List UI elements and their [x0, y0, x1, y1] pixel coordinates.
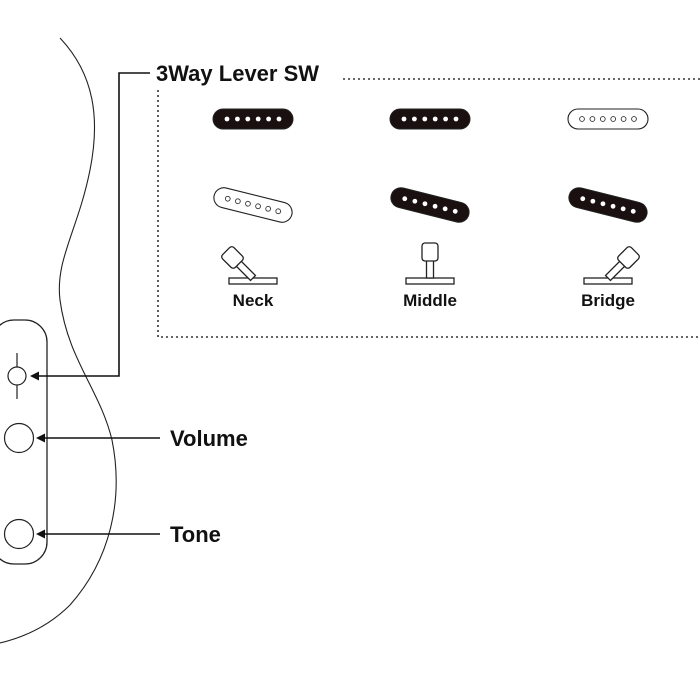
- switch-title: 3Way Lever SW: [156, 61, 319, 86]
- switch-leader-arrow-icon: [30, 371, 39, 381]
- lower-pickup-icon: [390, 187, 470, 223]
- volume-knob[interactable]: [3, 422, 35, 454]
- position-label: Bridge: [581, 291, 635, 310]
- guitar-body-outline: [0, 37, 117, 644]
- lower-pickup-icon: [213, 187, 293, 223]
- upper-pickup-icon: [389, 108, 471, 130]
- lower-pickup-icon: [568, 187, 648, 223]
- upper-pickup-icon: [567, 108, 649, 130]
- control-plate: [0, 319, 48, 565]
- position-label: Middle: [403, 291, 457, 310]
- upper-pickup-icon: [212, 108, 294, 130]
- position-bridge: Bridge: [567, 108, 649, 310]
- volume-leader-arrow-icon: [36, 433, 45, 443]
- tone-label: Tone: [170, 522, 221, 547]
- tone-leader-arrow-icon: [36, 529, 45, 539]
- lever-center-icon: [405, 242, 455, 285]
- switch-leader-line: [38, 72, 150, 377]
- positions-dotted-frame: [157, 78, 700, 338]
- lever-left-icon: [221, 246, 278, 285]
- lever-switch[interactable]: [7, 353, 27, 399]
- switch-positions: Neck Middle Bridge: [212, 108, 649, 310]
- lever-right-icon: [583, 246, 640, 285]
- volume-label: Volume: [170, 426, 248, 451]
- position-middle: Middle: [389, 108, 471, 310]
- position-label: Neck: [233, 291, 274, 310]
- position-neck: Neck: [212, 108, 294, 310]
- tone-knob[interactable]: [3, 518, 35, 550]
